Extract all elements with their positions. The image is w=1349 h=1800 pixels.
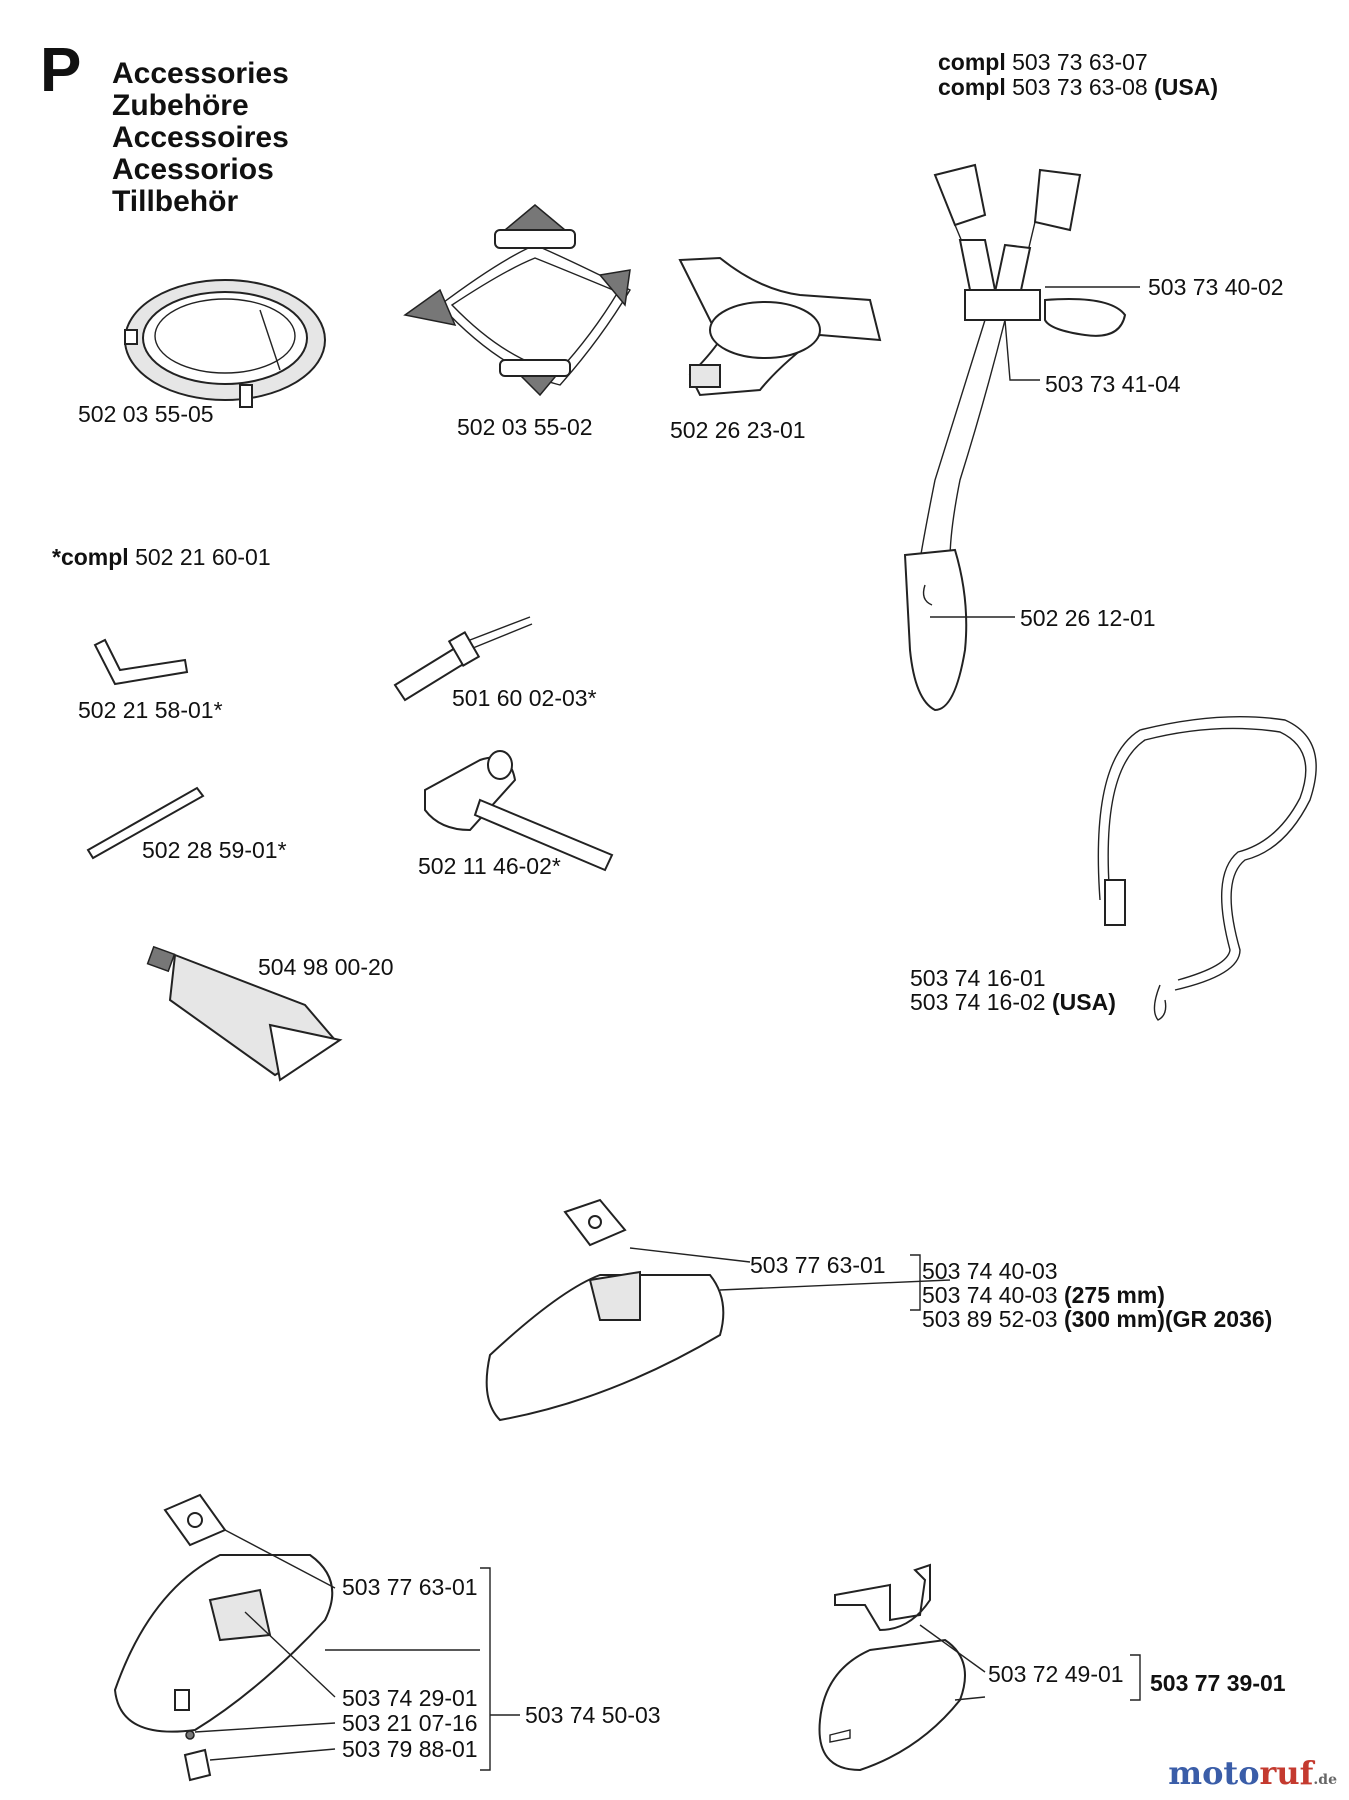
guard-300-label: 503 89 52-03 (300 mm)(GR 2036)	[922, 1307, 1272, 1331]
part-number-label: 502 21 58-01*	[78, 697, 223, 723]
harness-compl-number-1: 503 73 63-07	[1012, 49, 1148, 75]
part-number-label: 503 73 41-04	[1045, 371, 1181, 397]
guard-275-label: 503 74 40-03 (275 mm)	[922, 1283, 1165, 1307]
part-number-label: 502 26 23-01	[670, 417, 806, 443]
harness-drawing	[905, 165, 1125, 710]
part-number: 503 74 16-02	[910, 989, 1046, 1015]
toolset-compl-number: 502 21 60-01	[135, 544, 271, 570]
grease-tube-drawing	[148, 947, 340, 1080]
part-number-label-bold: 503 77 39-01	[1150, 1671, 1286, 1695]
guard-3-drawing	[820, 1565, 1141, 1770]
strap-usa-label: 503 74 16-02 (USA)	[910, 990, 1116, 1014]
title-de: Zubehöre	[112, 89, 249, 122]
part-number-label: 503 72 49-01	[988, 1661, 1124, 1687]
size-suffix: (300 mm)(GR 2036)	[1063, 1306, 1273, 1332]
compl-label: compl	[938, 49, 1006, 75]
part-number-label: 502 28 59-01*	[142, 837, 287, 863]
part-number-label: 501 60 02-03*	[452, 685, 597, 711]
part-number-label: 503 21 07-16	[342, 1710, 478, 1736]
part-number: 503 77 39-01	[1150, 1670, 1286, 1696]
part-number-label: 504 98 00-20	[258, 954, 394, 980]
part-number-label: 503 77 63-01	[750, 1252, 886, 1278]
part-number-label: 503 79 88-01	[342, 1736, 478, 1762]
part-number: 503 89 52-03	[922, 1306, 1058, 1332]
toolset-compl: *compl 502 21 60-01	[52, 545, 271, 569]
part-number: 503 74 40-03	[922, 1282, 1058, 1308]
watermark-part-1: moto	[1168, 1754, 1260, 1792]
part-number-label: 503 74 50-03	[525, 1702, 661, 1728]
allen-key-drawing	[95, 640, 187, 684]
part-number-label: 502 26 12-01	[1020, 605, 1156, 631]
compl-label: compl	[938, 74, 1006, 100]
title-fr: Accessoires	[112, 121, 289, 154]
part-number-label: 503 74 29-01	[342, 1685, 478, 1711]
leader-lines	[910, 287, 1140, 1310]
size-suffix: (275 mm)	[1063, 1282, 1165, 1308]
section-letter: P	[40, 36, 82, 105]
screwdriver-drawing	[395, 617, 532, 700]
title-en: Accessories	[112, 57, 289, 90]
title-sv: Tillbehör	[112, 185, 239, 218]
part-number-label: 503 77 63-01	[342, 1574, 478, 1600]
title-block: Accessories Zubehöre Accessoires Acessor…	[112, 58, 289, 218]
watermark-part-3: .de	[1313, 1772, 1337, 1788]
part-number-label: 502 03 55-02	[457, 414, 593, 440]
part-number-label: 503 74 16-01	[910, 965, 1046, 991]
part-number-label: 502 11 46-02*	[418, 853, 561, 879]
part-number-label: 503 74 40-03	[922, 1258, 1058, 1284]
rod-drawing	[88, 788, 203, 858]
harness-compl-number-2: 503 73 63-08	[1012, 74, 1148, 100]
part-number-label: 503 73 40-02	[1148, 274, 1284, 300]
region-suffix: (USA)	[1051, 989, 1116, 1015]
ring-drawing	[125, 280, 325, 407]
title-pt: Acessorios	[112, 153, 274, 186]
part-number-label: 502 03 55-05	[78, 401, 214, 427]
harness-compl-2: compl 503 73 63-08 (USA)	[938, 75, 1218, 99]
watermark-logo: motoruf.de	[1168, 1754, 1337, 1792]
shoulder-strap-drawing	[1098, 717, 1316, 1020]
shield-bracket-drawing	[680, 258, 880, 395]
guard-1-drawing	[487, 1200, 950, 1420]
tri-clip-drawing	[405, 205, 630, 395]
watermark-part-2: ruf	[1259, 1754, 1314, 1792]
toolset-compl-label: *compl	[52, 544, 129, 570]
harness-compl-1: compl 503 73 63-07	[938, 50, 1148, 74]
region-suffix: (USA)	[1154, 74, 1218, 100]
plug-wrench-drawing	[425, 751, 612, 870]
guard-2-drawing	[115, 1495, 520, 1780]
